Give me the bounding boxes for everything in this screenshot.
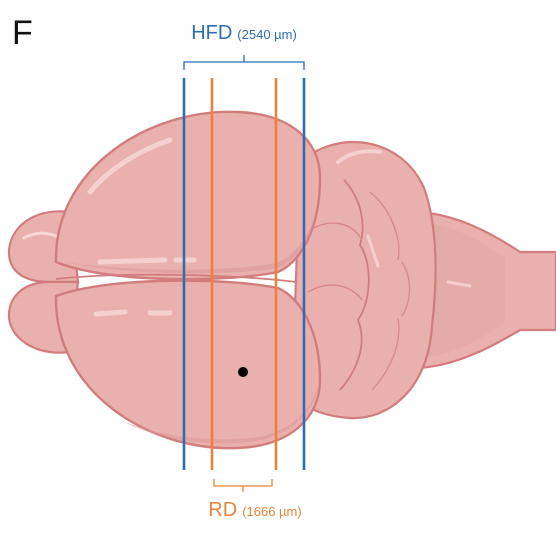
- brain-illustration: [9, 112, 556, 448]
- rd-label: RD (1666 µm): [208, 499, 301, 521]
- hfd-label: HFD (2540 µm): [191, 22, 297, 44]
- highlight-top-2: [100, 260, 165, 262]
- rd-name: RD: [208, 499, 237, 521]
- panel-letter: F: [12, 14, 33, 52]
- cerebral-hemisphere-top: [56, 112, 320, 279]
- cerebral-hemisphere-bottom: [56, 281, 320, 449]
- hfd-name: HFD: [191, 22, 232, 44]
- rd-measure: (1666 µm): [242, 504, 302, 519]
- target-marker: [238, 367, 248, 377]
- hfd-measure: (2540 µm): [237, 27, 297, 42]
- hfd-bracket: [184, 55, 304, 70]
- highlight-bottom-1: [96, 312, 125, 314]
- rd-bracket: [214, 479, 272, 492]
